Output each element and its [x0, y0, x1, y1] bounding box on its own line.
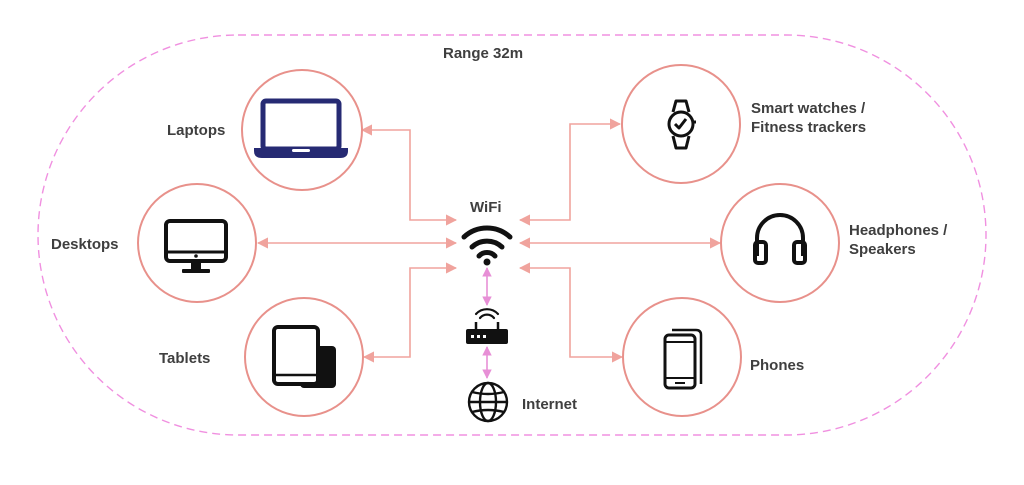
laptop-icon	[254, 98, 348, 158]
tablets-label: Tablets	[159, 350, 211, 367]
phone-icon	[663, 328, 703, 390]
smartwatch-icon	[667, 99, 696, 150]
headphones-node	[720, 183, 840, 303]
headphones-label-line1: Headphones /	[849, 222, 948, 239]
globe-icon	[467, 381, 509, 423]
laptops-label: Laptops	[167, 122, 226, 139]
connector-phones	[518, 262, 624, 363]
smartwatches-label-line1: Smart watches /	[751, 100, 866, 117]
headphones-label-line2: Speakers	[849, 241, 916, 258]
phones-node	[622, 297, 742, 417]
tablet-icon	[272, 325, 336, 388]
desktops-label: Desktops	[51, 236, 119, 253]
range-boundary	[37, 34, 987, 436]
internet-label: Internet	[522, 396, 578, 413]
connector-smartwatches	[518, 118, 622, 226]
desktop-monitor-icon	[164, 219, 228, 273]
range-label: Range 32m	[443, 45, 524, 62]
connectors	[256, 118, 722, 363]
phones-label: Phones	[750, 357, 805, 374]
headphones-icon	[753, 213, 807, 265]
wifi-label: WiFi	[470, 199, 502, 216]
connector-laptops	[360, 124, 458, 226]
connector-tablets	[362, 262, 458, 363]
router-icon	[466, 308, 508, 344]
smartwatches-label-line2: Fitness trackers	[751, 119, 867, 136]
wifi-icon	[461, 225, 513, 266]
desktops-node	[137, 183, 257, 303]
